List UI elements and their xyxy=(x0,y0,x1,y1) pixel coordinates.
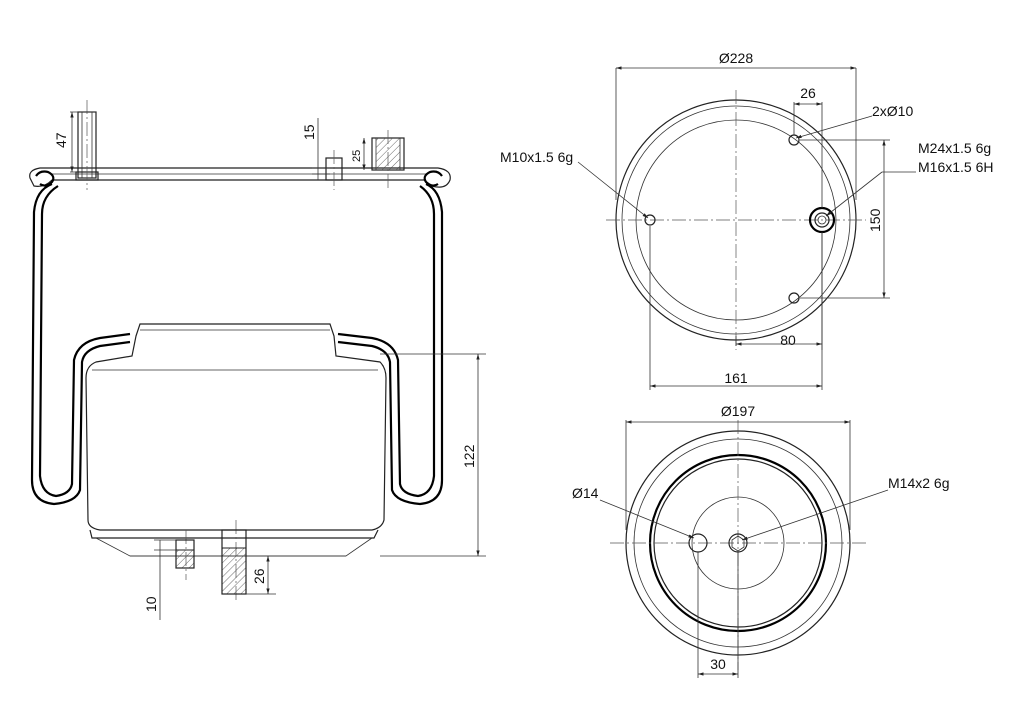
bellows-right xyxy=(337,182,444,506)
dim-fitting-offset: 80 xyxy=(780,332,796,348)
dim-stud-thread: M10x1.5 6g xyxy=(500,149,573,165)
bottom-view: Ø197 Ø14 M14x2 6g 30 xyxy=(572,403,949,678)
dim-pin-diameter: Ø14 xyxy=(572,485,599,501)
mount-hole-bottom xyxy=(788,292,800,304)
bellows-left xyxy=(30,182,131,506)
dim-bottom-bolt: 26 xyxy=(251,568,267,584)
dim-center-thread: M14x2 6g xyxy=(888,475,949,491)
dim-air-thread-2: M16x1.5 6H xyxy=(918,159,993,175)
dim-holes: 2xØ10 xyxy=(872,103,913,119)
top-plate xyxy=(29,167,451,188)
dim-bottom-diameter: Ø197 xyxy=(721,403,755,419)
dim-hole-spacing: 150 xyxy=(867,208,883,232)
dim-plate-offset: 15 xyxy=(301,124,317,140)
side-view: 47 15 25 122 26 10 xyxy=(29,100,486,620)
dim-pin-offset: 30 xyxy=(710,656,726,672)
stud-hole xyxy=(644,214,656,226)
dim-stud-height: 47 xyxy=(53,132,69,148)
dim-bottom-stud: 10 xyxy=(143,596,159,612)
mount-hole-top xyxy=(788,134,800,146)
dim-fitting-height: 25 xyxy=(351,150,363,162)
piston xyxy=(85,323,387,531)
dim-air-thread-1: M24x1.5 6g xyxy=(918,140,991,156)
dim-top-diameter: Ø228 xyxy=(719,50,753,66)
dim-hole-offset: 26 xyxy=(800,85,816,101)
top-view: Ø228 26 2xØ10 M10x1.5 6g M24x1.5 6g M16x… xyxy=(500,50,993,390)
dim-stud-to-fitting: 161 xyxy=(724,370,748,386)
dim-piston-height: 122 xyxy=(461,444,477,468)
